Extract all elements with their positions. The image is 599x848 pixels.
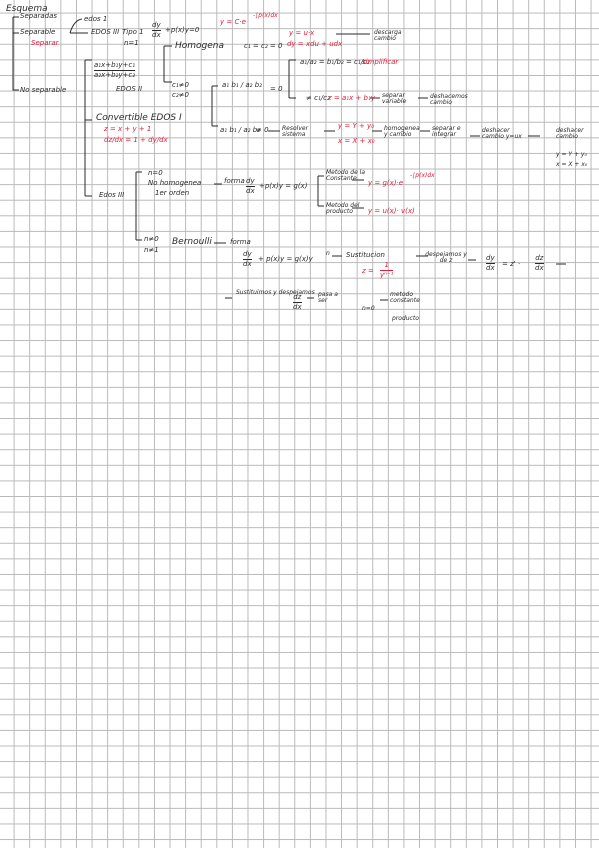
label-edos2: EDOS II bbox=[116, 85, 143, 93]
final-2: x = X + x₀ bbox=[556, 161, 588, 168]
arrow-edos1 bbox=[69, 18, 83, 34]
arrow-sust bbox=[225, 297, 388, 301]
det-1: a₁ b₁ / a₂ b₂ bbox=[222, 81, 262, 89]
arrow-const bbox=[352, 179, 364, 209]
ratio-2: ≠ c₁/c₂ bbox=[306, 94, 330, 102]
eq-edos3: +p(x)y = g(x) bbox=[259, 182, 308, 190]
arrow-bern bbox=[214, 242, 566, 265]
metodo-producto: Metodo del producto bbox=[326, 202, 360, 215]
primer-orden: 1er orden bbox=[155, 189, 190, 197]
sol-tipo1: y = C·e bbox=[220, 18, 246, 26]
forma-1: forma bbox=[224, 177, 245, 185]
resolver-sistema: Resolver sistema bbox=[282, 125, 309, 138]
label-separar: Separar bbox=[31, 39, 59, 47]
eq-tipo1: +p(x)y=0 bbox=[165, 26, 200, 34]
sol-constante-exp: -∫p(x)dx bbox=[410, 172, 435, 179]
despejamos: despejamos y de z bbox=[425, 251, 467, 264]
sol-constante: y = g(x)·e bbox=[368, 179, 404, 187]
no-homogenea: No homogenea bbox=[148, 179, 202, 187]
deshacer-cambio-2: deshacer cambio bbox=[556, 127, 584, 140]
label-edos1: edos 1 bbox=[84, 15, 108, 23]
n-eq-0: n=0 bbox=[148, 169, 163, 177]
label-bernoulli: Bernoulli bbox=[172, 237, 212, 247]
eq-bernoulli: + p(x)y = g(x)y bbox=[258, 255, 313, 263]
deshacer-cambio: deshacer cambio y=ux bbox=[482, 127, 522, 140]
sys-2: x = X + x₀ bbox=[338, 137, 375, 145]
title: Esquema bbox=[6, 4, 48, 14]
label-separadas: Separadas bbox=[20, 12, 58, 20]
deshacemos: deshacemos cambio bbox=[430, 93, 468, 106]
sustituimos: Sustituimos y despejamos bbox=[236, 289, 315, 296]
label-homogena: Homogena bbox=[175, 41, 225, 51]
det-ne-zero: ≠ 0 bbox=[256, 126, 269, 134]
label-edos3-tipo: EDOS III bbox=[91, 28, 120, 36]
convertible-dz: dz/dx = 1 + dy/dx bbox=[104, 136, 168, 144]
edos3-bracket bbox=[135, 171, 142, 241]
hom-bracket bbox=[163, 45, 172, 83]
n-ne-1: n≠1 bbox=[144, 246, 159, 254]
ratio-bracket bbox=[288, 59, 296, 99]
convertible-z: z = x + y + 1 bbox=[104, 125, 152, 133]
det-bracket bbox=[211, 85, 218, 127]
n-eq-0-b: n=0 bbox=[362, 305, 375, 312]
final-1: y = Y + y₀ bbox=[556, 151, 587, 158]
c1-not-zero: c₁≠0 bbox=[172, 81, 189, 89]
sol-tipo1-exp: -∫p(x)dx bbox=[253, 12, 278, 19]
z-sub: z = a₁x + b₁y bbox=[328, 94, 375, 102]
producto: producto bbox=[392, 315, 419, 322]
cambio-dy: dy = xdu + udx bbox=[287, 40, 343, 48]
homogenea-cambio: homogenea y cambio bbox=[384, 125, 420, 138]
ratio-1: a₁/a₂ = b₁/b₂ = c₁/c₂ bbox=[300, 58, 370, 66]
cond-homogena: c₁ = c₂ = 0 bbox=[244, 42, 283, 50]
label-separable: Separable bbox=[20, 28, 56, 36]
pasa-a-ser: pasa a ser bbox=[318, 291, 338, 304]
n-ne-0: n≠0 bbox=[144, 235, 159, 243]
eq-bernoulli-exp: n bbox=[326, 250, 330, 257]
cambio-y-ux: y = u·x bbox=[289, 29, 315, 37]
label-edos3: Edos III bbox=[99, 191, 125, 199]
sol-producto: y = u(x)· v(x) bbox=[368, 207, 415, 215]
nosep-bracket bbox=[84, 59, 92, 197]
separar-integrar: separar e integrar bbox=[432, 125, 461, 138]
dydx-eq: = z' · bbox=[502, 260, 521, 268]
result-homogena: descarga cambio bbox=[374, 29, 402, 42]
label-convertible: Convertible EDOS I bbox=[96, 113, 182, 123]
forma-2: forma bbox=[230, 238, 251, 246]
label-tipo1: Tipo 1 bbox=[122, 28, 144, 36]
label-no-separable: No separable bbox=[20, 86, 67, 94]
simplify: simplificar bbox=[362, 58, 399, 66]
separar-variable: separar variable bbox=[382, 92, 407, 105]
metodo-const-b: metodo constante bbox=[390, 291, 420, 304]
c2-not-zero: c₂≠0 bbox=[172, 91, 189, 99]
separable-bracket bbox=[13, 16, 19, 34]
root-bracket bbox=[12, 17, 19, 91]
det-2: a₁ b₁ / a₂ b₂ bbox=[220, 126, 260, 134]
label-n1: n=1 bbox=[124, 39, 139, 47]
sys-1: y = Y + y₀ bbox=[338, 122, 374, 130]
metodo-constante: Metodo de la Constante bbox=[326, 169, 366, 182]
z-sub-bern: z = bbox=[362, 267, 374, 275]
metodo-bracket bbox=[317, 175, 324, 207]
sustitucion: Sustitucion bbox=[346, 251, 385, 259]
det-eq-zero: = 0 bbox=[270, 85, 283, 93]
arrow-resolver bbox=[268, 130, 540, 137]
